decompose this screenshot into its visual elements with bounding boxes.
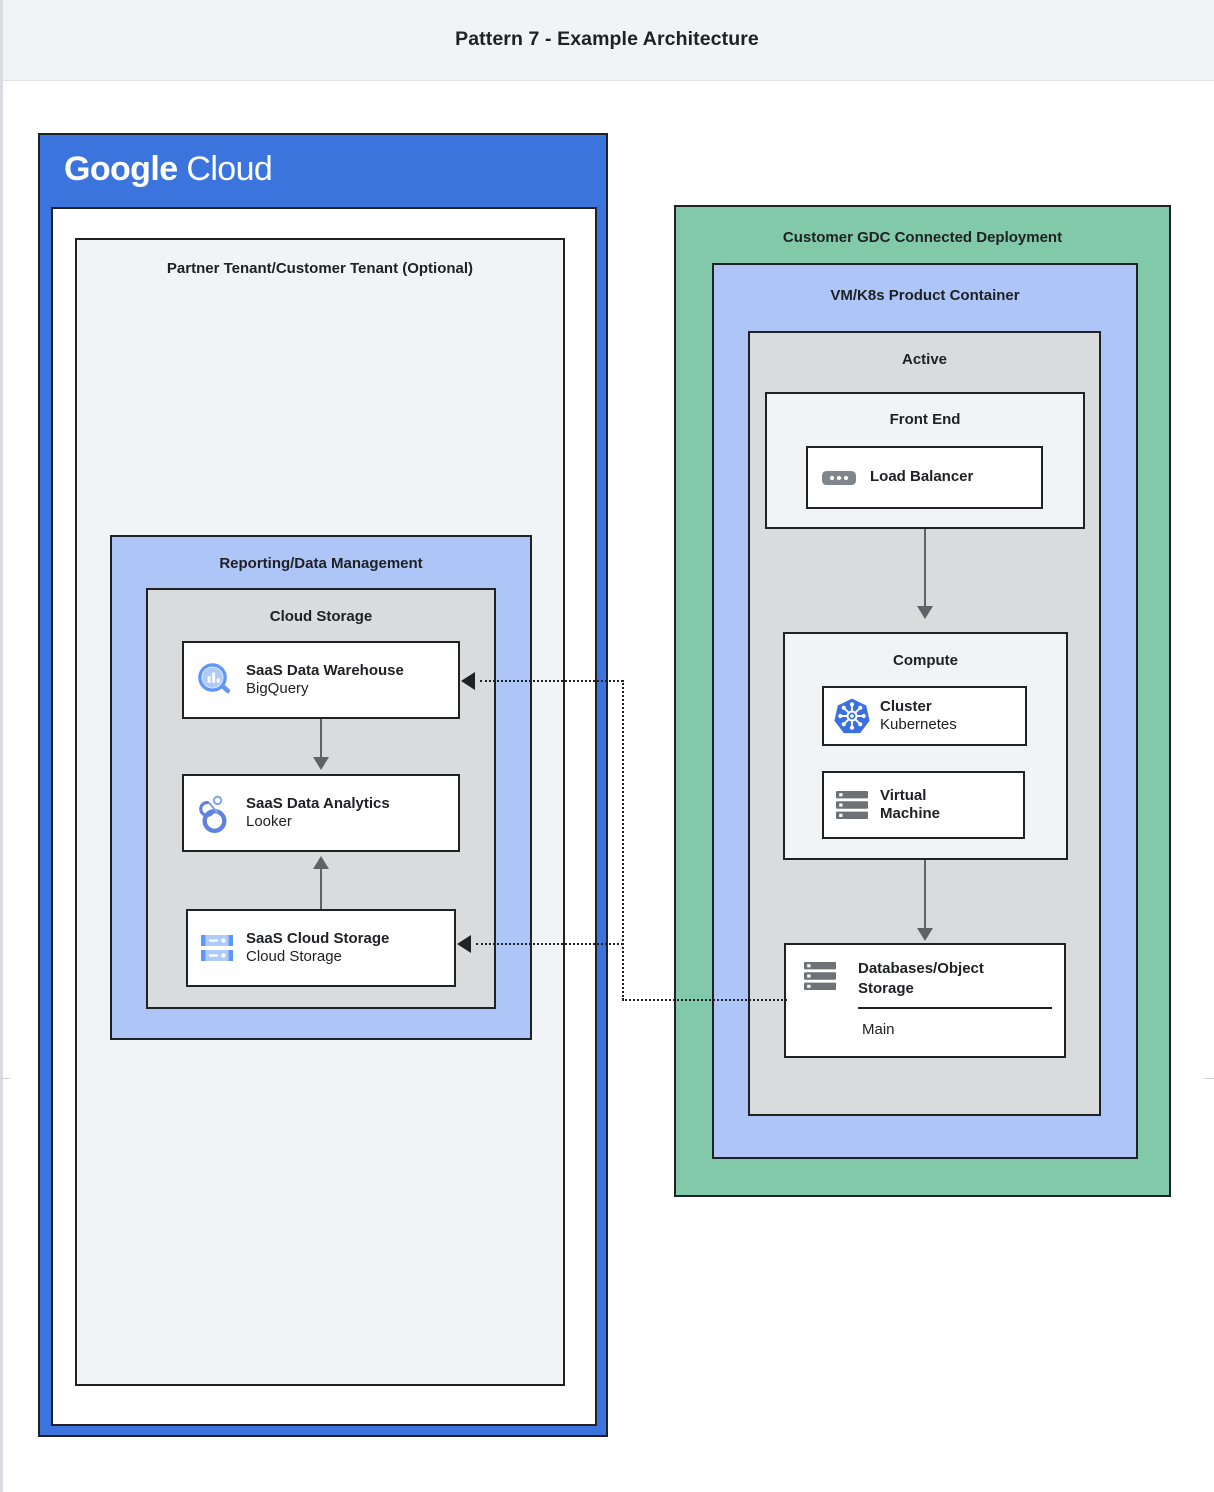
load-balancer-icon (808, 468, 870, 488)
node-subtitle: Cloud Storage (246, 948, 342, 965)
customer-gdc-deployment-title: Customer GDC Connected Deployment (782, 229, 1063, 246)
database-divider (858, 1007, 1052, 1009)
node-virtual-machine-labels: Virtual Machine (880, 787, 940, 824)
node-load-balancer[interactable]: Load Balancer (806, 446, 1043, 509)
node-title: Cluster (880, 697, 932, 715)
connector-compute-to-database-arrow (917, 928, 933, 941)
page-left-border (0, 0, 3, 1492)
node-subtitle: BigQuery (246, 680, 309, 697)
bigquery-icon (184, 660, 246, 700)
dotted-connector-to-warehouse (480, 680, 623, 682)
node-cluster-labels: Cluster Kubernetes (880, 698, 957, 735)
connector-warehouse-to-analytics-line (320, 719, 322, 759)
dotted-connector-to-warehouse-arrow (461, 672, 475, 690)
database-icon (802, 959, 858, 998)
connector-storage-to-analytics-line (320, 869, 322, 909)
database-labels: Databases/Object Storage (858, 959, 984, 998)
connector-storage-to-analytics-arrow (313, 856, 329, 869)
connector-compute-to-database-line (924, 860, 926, 930)
compute-title: Compute (893, 652, 958, 669)
virtual-machine-icon (824, 788, 880, 822)
node-title: SaaS Cloud Storage (246, 929, 390, 947)
database-instance-label: Main (862, 1021, 895, 1038)
dotted-connector-from-database (622, 999, 787, 1001)
node-databases-object-storage[interactable]: Databases/Object Storage Main (784, 943, 1066, 1058)
partner-tenant-title: Partner Tenant/Customer Tenant (Optional… (166, 260, 474, 277)
page-title: Pattern 7 - Example Architecture (455, 28, 759, 50)
node-title: SaaS Data Warehouse (246, 661, 404, 679)
node-title-line1: Virtual (880, 786, 927, 804)
dotted-connector-trunk (622, 680, 624, 1000)
node-title: SaaS Data Analytics (246, 794, 390, 812)
cloud-storage-icon (188, 931, 246, 965)
database-row: Databases/Object Storage (786, 945, 1064, 998)
node-virtual-machine[interactable]: Virtual Machine (822, 771, 1025, 839)
node-load-balancer-labels: Load Balancer (870, 468, 973, 486)
node-cluster-kubernetes[interactable]: Cluster Kubernetes (822, 686, 1027, 746)
node-saas-data-analytics-labels: SaaS Data Analytics Looker (246, 795, 390, 832)
left-edge-tick (0, 1078, 10, 1079)
kubernetes-icon (824, 696, 880, 736)
node-title-line2: Storage (858, 979, 914, 997)
node-saas-data-warehouse-labels: SaaS Data Warehouse BigQuery (246, 662, 404, 699)
right-edge-tick (1204, 1078, 1214, 1079)
connector-frontend-to-compute-arrow (917, 606, 933, 619)
node-subtitle: Kubernetes (880, 716, 957, 733)
node-title: Load Balancer (870, 468, 974, 486)
dotted-connector-to-cloud-storage (476, 943, 623, 945)
node-saas-data-warehouse[interactable]: SaaS Data Warehouse BigQuery (182, 641, 460, 719)
connector-warehouse-to-analytics-arrow (313, 757, 329, 770)
looker-icon (184, 792, 246, 834)
front-end-title: Front End (889, 411, 961, 428)
node-saas-data-analytics[interactable]: SaaS Data Analytics Looker (182, 774, 460, 852)
reporting-data-management-title: Reporting/Data Management (219, 555, 423, 572)
connector-frontend-to-compute-line (924, 529, 926, 608)
logo-cloud-text: Cloud (177, 150, 273, 188)
google-cloud-logo: Google Cloud (64, 150, 273, 188)
title-bar: Pattern 7 - Example Architecture (0, 0, 1214, 81)
node-saas-cloud-storage-labels: SaaS Cloud Storage Cloud Storage (246, 930, 389, 967)
logo-google-text: Google (64, 150, 178, 188)
node-title-line1: Databases/Object (858, 960, 984, 977)
node-saas-cloud-storage[interactable]: SaaS Cloud Storage Cloud Storage (186, 909, 456, 987)
dotted-connector-to-cloud-storage-arrow (457, 935, 471, 953)
active-group-title: Active (901, 351, 948, 368)
node-title-line2: Machine (880, 805, 941, 822)
cloud-storage-group-title: Cloud Storage (269, 608, 373, 625)
node-subtitle: Looker (246, 813, 292, 830)
vm-k8s-product-container-title: VM/K8s Product Container (830, 287, 1020, 304)
